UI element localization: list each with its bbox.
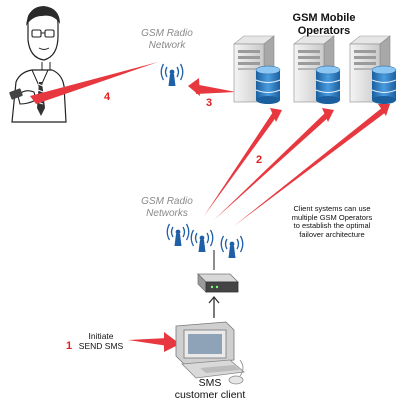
server-database-icon — [293, 35, 341, 105]
radio-antenna-icon — [190, 229, 214, 253]
sms-customer-client-label: SMS customer client — [174, 377, 246, 401]
router-link-arrow — [208, 295, 220, 318]
gsm-radio-network-label: GSM Radio Network — [141, 28, 193, 51]
arrow-step-1 — [128, 338, 168, 346]
server-database-icon — [233, 35, 281, 105]
step-number-2: 2 — [256, 154, 263, 166]
gsm-radio-networks-label: GSM Radio Networks — [141, 196, 193, 219]
client-failover-note: Client systems can use multiple GSM Oper… — [291, 204, 373, 239]
radio-antenna-icon — [166, 223, 190, 247]
step-number-4: 4 — [104, 91, 111, 103]
radio-antenna-icon — [160, 63, 184, 87]
radio-antenna-icon — [220, 235, 244, 259]
arrow-step-3 — [194, 84, 236, 94]
gsm-mobile-operators-label: GSM Mobile Operators — [292, 12, 356, 37]
arrow-step-4 — [30, 62, 158, 104]
router-icon — [197, 250, 239, 293]
arrow-step-2c — [234, 107, 386, 226]
initiate-send-sms-label: Initiate SEND SMS — [78, 331, 124, 351]
server-database-icon — [349, 35, 397, 105]
desktop-computer-icon — [175, 321, 245, 385]
step-number-1: 1 — [66, 340, 73, 352]
businessman-with-phone-icon — [9, 6, 67, 123]
step-number-3: 3 — [206, 97, 213, 109]
arrow-step-2b — [214, 112, 330, 220]
arrow-step-2a — [204, 112, 277, 216]
